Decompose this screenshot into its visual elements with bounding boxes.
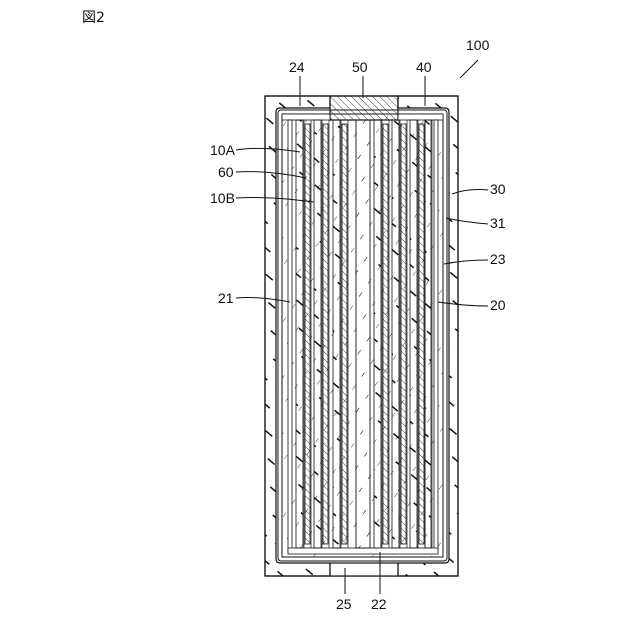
- label-23: 23: [490, 251, 506, 267]
- leader-20: [438, 302, 488, 306]
- electrode-plate-10A: [314, 120, 321, 548]
- label-50: 50: [352, 59, 368, 75]
- electrode-plate-10B: [305, 124, 310, 544]
- top-layer-40: [398, 114, 443, 120]
- electrode-plate-10B: [342, 124, 347, 544]
- label-31: 31: [490, 215, 506, 231]
- electrode-plate-10A: [296, 120, 303, 548]
- electrode-plate-10A: [374, 120, 381, 548]
- central-core: [356, 120, 370, 548]
- leader-100: [460, 60, 478, 78]
- label-10B: 10B: [210, 190, 235, 206]
- label-40: 40: [416, 59, 432, 75]
- terminal-25: [330, 563, 398, 576]
- electrode-plate-10B: [383, 124, 388, 544]
- top-layer-24: [282, 114, 330, 120]
- electrode-plate-10A: [333, 120, 340, 548]
- label-10A: 10A: [210, 142, 236, 158]
- electrode-plate-10B: [323, 124, 328, 544]
- collector-21: [288, 120, 292, 552]
- label-20: 20: [490, 297, 506, 313]
- label-60: 60: [218, 164, 234, 180]
- electrode-plate-10B: [401, 124, 406, 544]
- collector-22: [288, 548, 438, 554]
- figure-title: 図2: [82, 10, 105, 26]
- collector-20: [434, 120, 438, 552]
- label-24: 24: [289, 59, 305, 75]
- label-25: 25: [336, 596, 352, 612]
- label-22: 22: [371, 596, 387, 612]
- electrode-plate-10A: [392, 120, 399, 548]
- electrode-plate-10A: [425, 120, 431, 548]
- label-100: 100: [466, 37, 490, 53]
- label-21: 21: [218, 290, 234, 306]
- electrode-plate-10A: [410, 120, 417, 548]
- electrode-plate-10B: [419, 124, 424, 544]
- label-30: 30: [490, 181, 506, 197]
